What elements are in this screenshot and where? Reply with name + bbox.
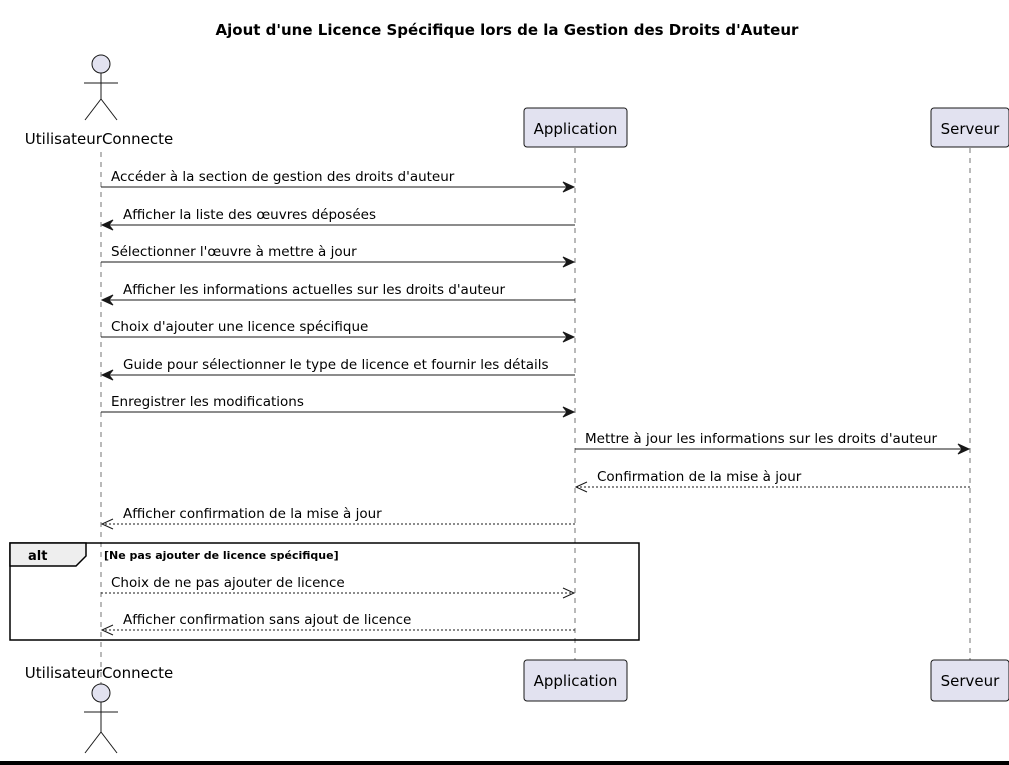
message-8: Mettre à jour les informations sur les d… [575,431,971,455]
arrow-head-icon [100,369,114,381]
alt-frame [9,542,640,641]
alt-frame-tab [9,542,87,567]
message-label: Afficher confirmation sans ajout de lice… [123,612,411,628]
arrow-head-icon [100,219,114,231]
bottom-border [0,761,1009,765]
participant-label-application-bottom: Application [534,672,618,690]
alt-fragment: alt [Ne pas ajouter de licence spécifiqu… [9,542,640,641]
arrow-head-icon [562,181,576,193]
participant-server-bottom: Serveur [930,659,1009,702]
message-label: Choix d'ajouter une licence spécifique [111,319,368,335]
arrow-head-icon [562,256,576,268]
participant-label-server-top: Serveur [941,120,1001,138]
message-label: Choix de ne pas ajouter de licence [111,575,345,591]
actor-head-icon [91,683,111,703]
message-label: Accéder à la section de gestion des droi… [111,169,455,185]
arrow-head-icon [562,406,576,418]
actor-head-icon [91,54,111,74]
arrow-head-icon [100,518,114,530]
participant-server-top: Serveur [930,107,1009,148]
arrow-head-icon [562,587,576,599]
arrow-head-icon [957,443,971,455]
message-3: Sélectionner l'œuvre à mettre à jour [101,244,576,268]
actor-label-user-top: UtilisateurConnecte [25,130,173,148]
participant-label-server-bottom: Serveur [941,672,1001,690]
message-12: Afficher confirmation sans ajout de lice… [100,612,575,636]
message-label: Confirmation de la mise à jour [597,469,802,485]
participant-application-top: Application [523,107,628,148]
message-label: Afficher confirmation de la mise à jour [123,506,382,522]
message-7: Enregistrer les modifications [101,394,576,418]
arrow-head-icon [574,481,588,493]
arrow-head-icon [100,624,114,636]
message-9: Confirmation de la mise à jour [574,469,970,493]
message-label: Mettre à jour les informations sur les d… [585,431,938,447]
message-5: Choix d'ajouter une licence spécifique [101,319,576,343]
arrow-head-icon [100,294,114,306]
message-2: Afficher la liste des œuvres déposées [100,207,575,231]
message-1: Accéder à la section de gestion des droi… [101,169,576,193]
participant-application-bottom: Application [523,659,628,702]
message-label: Afficher les informations actuelles sur … [123,282,506,298]
alt-guard: [Ne pas ajouter de licence spécifique] [104,549,339,562]
actor-user-top: UtilisateurConnecte [25,54,173,148]
arrow-head-icon [562,331,576,343]
diagram-title: Ajout d'une Licence Spécifique lors de l… [216,21,799,39]
message-10: Afficher confirmation de la mise à jour [100,506,575,530]
messages-group: Accéder à la section de gestion des droi… [100,169,971,636]
message-label: Sélectionner l'œuvre à mettre à jour [111,244,357,260]
alt-keyword: alt [28,549,47,564]
participant-label-application-top: Application [534,120,618,138]
message-label: Afficher la liste des œuvres déposées [123,207,376,223]
message-11: Choix de ne pas ajouter de licence [101,575,576,599]
message-4: Afficher les informations actuelles sur … [100,282,575,306]
actor-label-user-bottom: UtilisateurConnecte [25,664,173,682]
message-6: Guide pour sélectionner le type de licen… [100,357,575,381]
actor-user-bottom: UtilisateurConnecte [25,664,173,754]
message-label: Guide pour sélectionner le type de licen… [123,357,549,373]
message-label: Enregistrer les modifications [111,394,304,410]
